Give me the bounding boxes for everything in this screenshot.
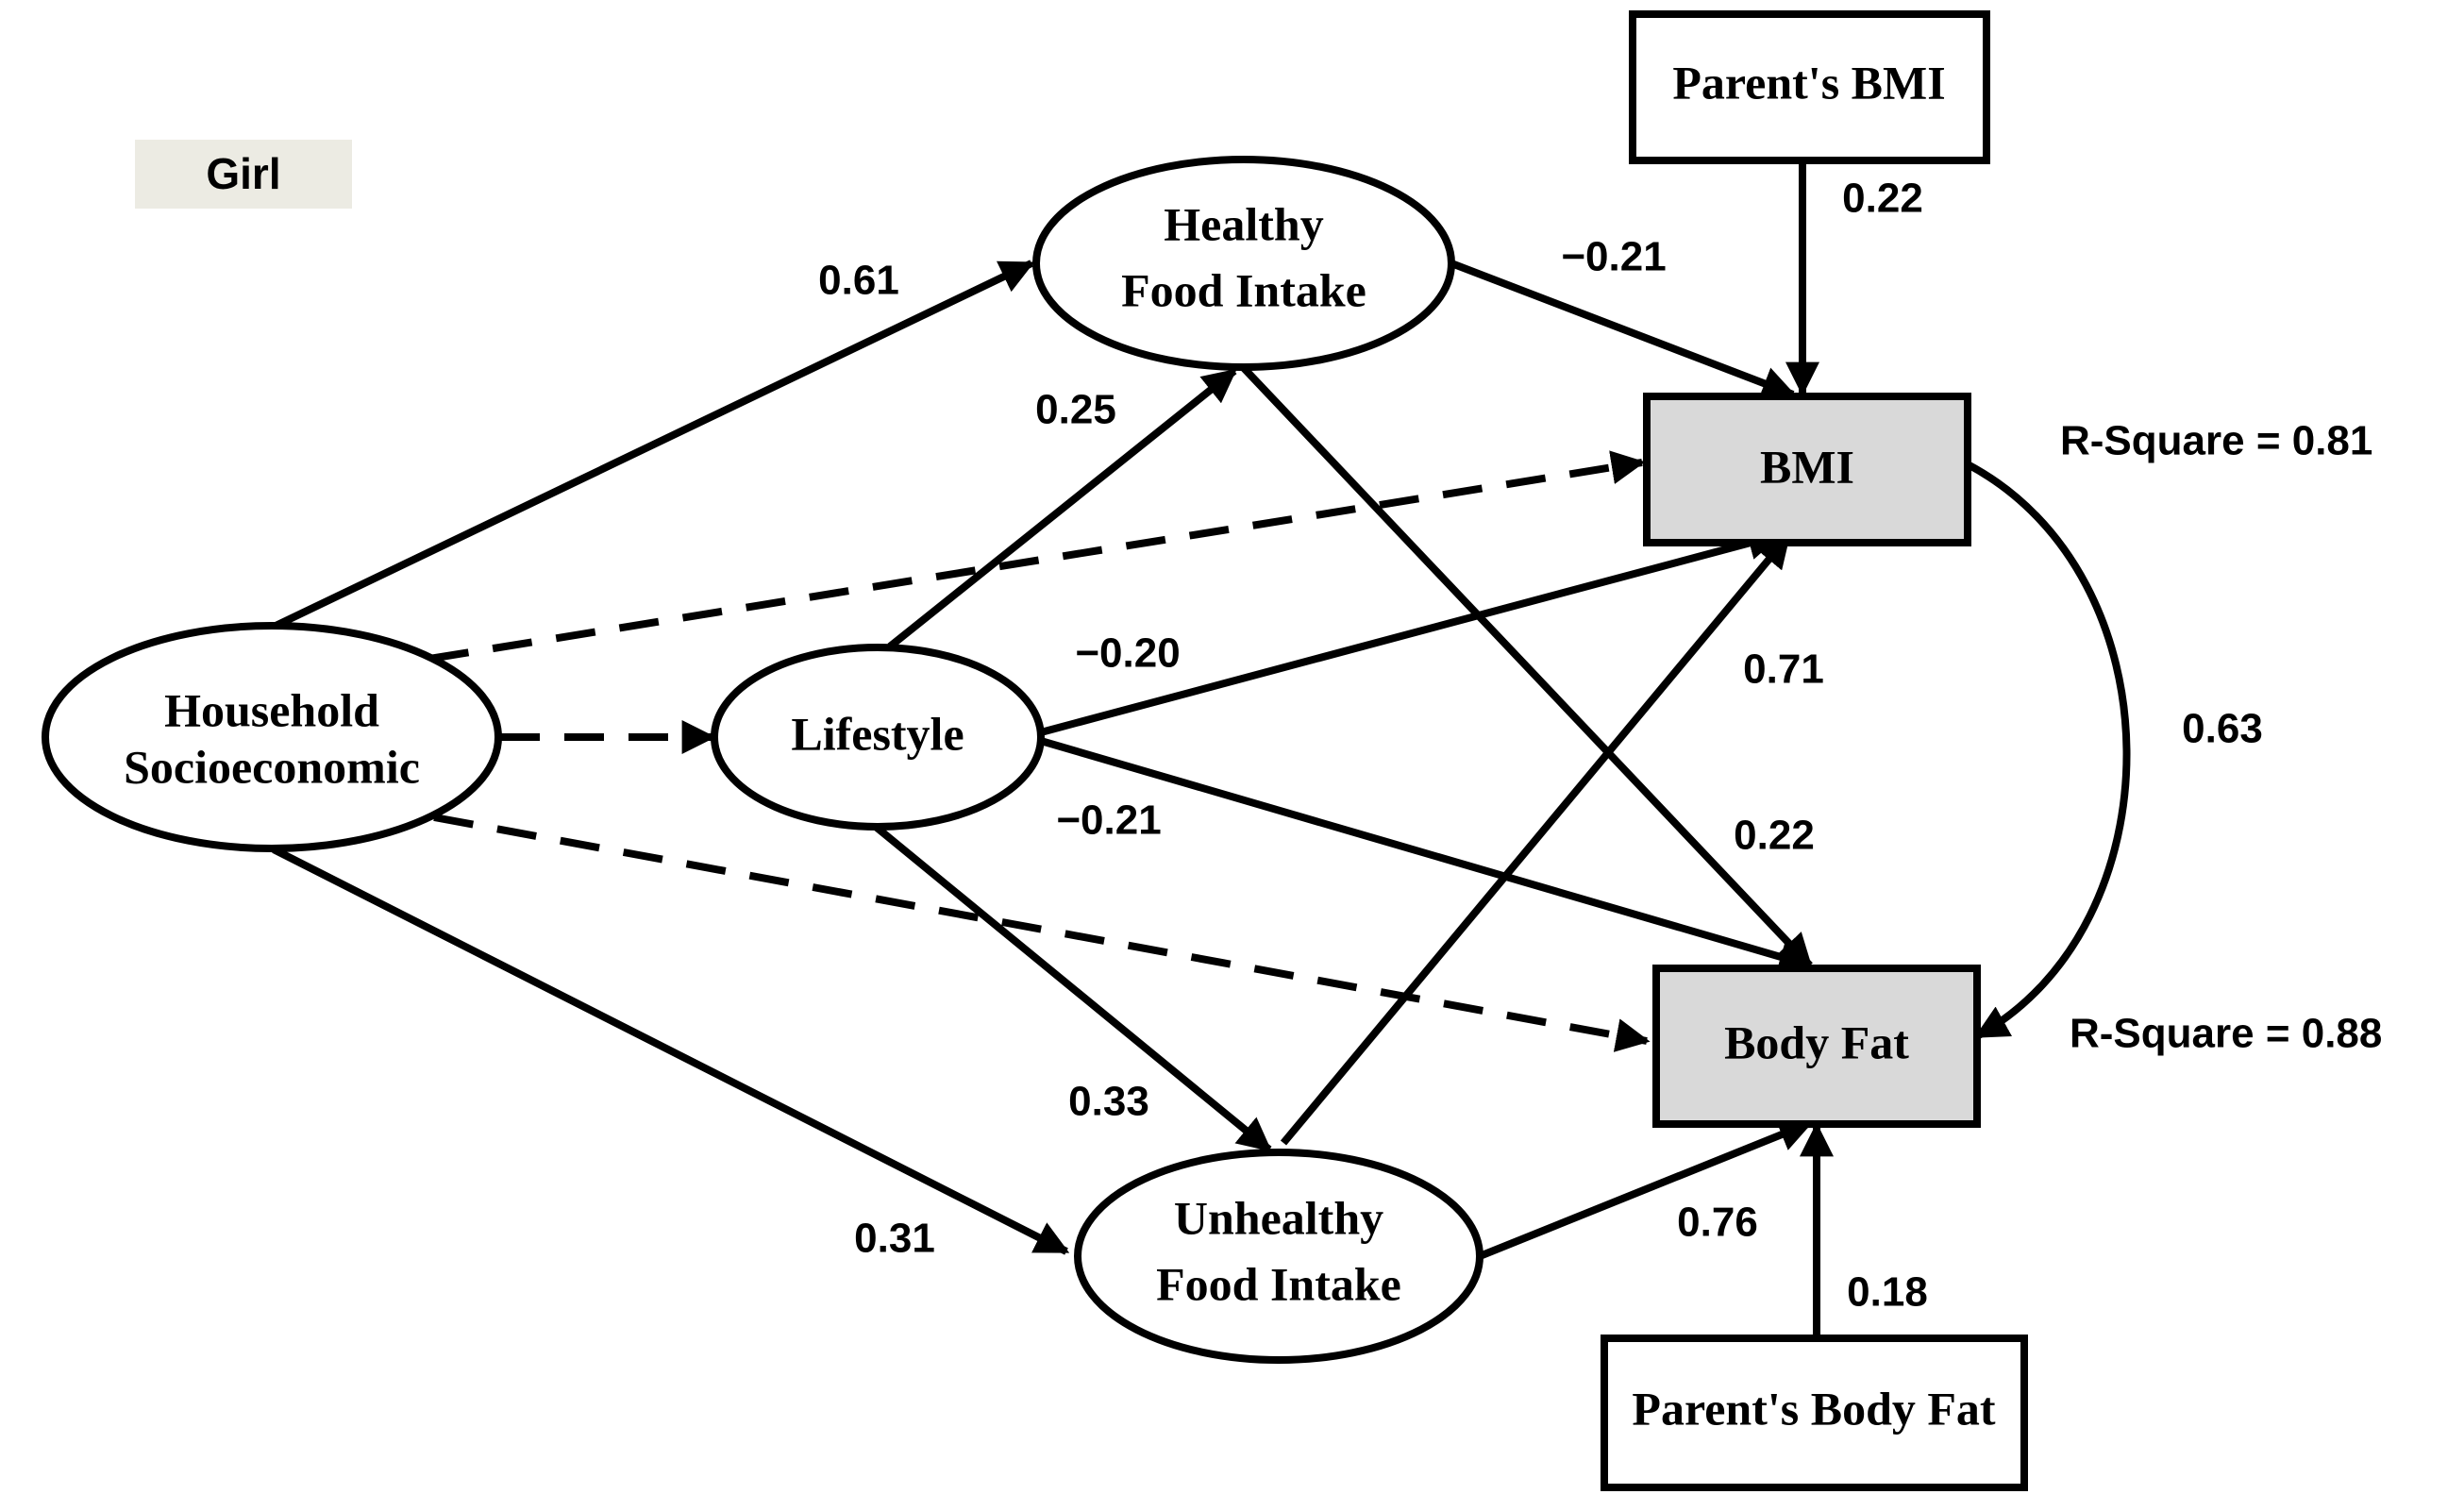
r-square-labels: R-Square = 0.81 R-Square = 0.88 — [2060, 418, 2382, 1057]
node-parent-bmi-label: Parent's BMI — [1672, 56, 1945, 109]
node-bmi: BMI — [1643, 393, 1971, 546]
node-bmi-label: BMI — [1760, 440, 1854, 493]
node-parent-bmi-shape — [1629, 10, 1990, 164]
node-parent-bodyfat-label: Parent's Body Fat — [1632, 1382, 1996, 1435]
path-unhealthy-bodyfat — [1478, 1118, 1814, 1260]
correlation-bmi-bodyfat — [1932, 434, 2131, 1040]
nodes: Household Socioeconomic Lifestyle Health… — [42, 10, 2028, 1491]
r-square-bodyfat: R-Square = 0.88 — [2070, 1011, 2382, 1057]
node-parent-bmi: Parent's BMI — [1629, 10, 1990, 164]
node-bodyfat-label: Body Fat — [1724, 1016, 1909, 1068]
path-lifestyle-bmi — [1039, 526, 1783, 736]
coef-household-unhealthy: 0.31 — [854, 1216, 935, 1262]
coef-parentbodyfat-bodyfat: 0.18 — [1847, 1269, 1928, 1316]
coef-parentbmi-bmi: 0.22 — [1842, 176, 1923, 222]
coefficient-labels: 0.61 0.31 0.25 −0.20 −0.21 0.33 −0.21 0.… — [818, 176, 2263, 1316]
coef-healthy-bmi: −0.21 — [1561, 234, 1666, 280]
coef-correlation-bmi-bodyfat: 0.63 — [2182, 706, 2263, 752]
node-healthy-food-intake: Healthy Food Intake — [1032, 156, 1455, 371]
group-tag-background — [135, 140, 352, 209]
path-lifestyle-healthy — [887, 367, 1237, 650]
node-body-fat: Body Fat — [1652, 965, 1981, 1128]
path-healthy-bmi — [1450, 260, 1797, 400]
node-lifestyle-label: Lifestyle — [791, 707, 964, 760]
node-healthy-label-line1: Healthy — [1164, 197, 1323, 250]
node-healthy-shape — [1032, 156, 1455, 371]
coef-lifestyle-unhealthy: 0.33 — [1068, 1079, 1149, 1125]
node-household-shape — [42, 622, 502, 852]
path-household-unhealthy — [272, 846, 1070, 1255]
coef-healthy-bodyfat: 0.22 — [1734, 813, 1815, 859]
node-bodyfat-shape — [1652, 965, 1981, 1128]
path-healthy-bodyfat — [1241, 365, 1813, 968]
coef-household-healthy: 0.61 — [818, 258, 899, 304]
node-unhealthy-label-line1: Unhealthy — [1174, 1191, 1383, 1244]
r-square-bmi: R-Square = 0.81 — [2060, 418, 2372, 464]
node-parent-body-fat: Parent's Body Fat — [1601, 1335, 2028, 1491]
path-lifestyle-bodyfat — [1039, 737, 1814, 974]
coef-lifestyle-healthy: 0.25 — [1035, 387, 1116, 433]
node-bmi-shape — [1643, 393, 1971, 546]
group-label: Girl — [206, 149, 280, 198]
node-household-label-line1: Household — [164, 683, 379, 736]
coef-unhealthy-bodyfat: 0.76 — [1677, 1200, 1758, 1246]
node-parent-bodyfat-shape — [1601, 1335, 2028, 1491]
path-household-bmi — [428, 450, 1646, 663]
node-lifestyle: Lifestyle — [711, 644, 1045, 831]
node-unhealthy-label-line2: Food Intake — [1156, 1257, 1401, 1310]
coef-unhealthy-bmi: 0.71 — [1743, 646, 1824, 693]
path-household-bodyfat — [433, 814, 1651, 1052]
path-unhealthy-bmi — [1280, 533, 1792, 1146]
coef-lifestyle-bmi: −0.20 — [1075, 630, 1180, 677]
node-household-label-line2: Socioeconomic — [124, 740, 420, 793]
path-lifestyle-unhealthy — [873, 823, 1272, 1153]
coef-lifestyle-bodyfat: −0.21 — [1056, 797, 1161, 844]
paths — [270, 163, 2131, 1336]
node-healthy-label-line2: Food Intake — [1121, 263, 1366, 316]
node-household-socioeconomic: Household Socioeconomic — [42, 622, 502, 852]
node-lifestyle-shape — [711, 644, 1045, 831]
node-unhealthy-food-intake: Unhealthy Food Intake — [1074, 1149, 1483, 1364]
node-unhealthy-shape — [1074, 1149, 1483, 1364]
path-household-healthy — [270, 260, 1035, 631]
group-tag: Girl — [135, 140, 352, 209]
